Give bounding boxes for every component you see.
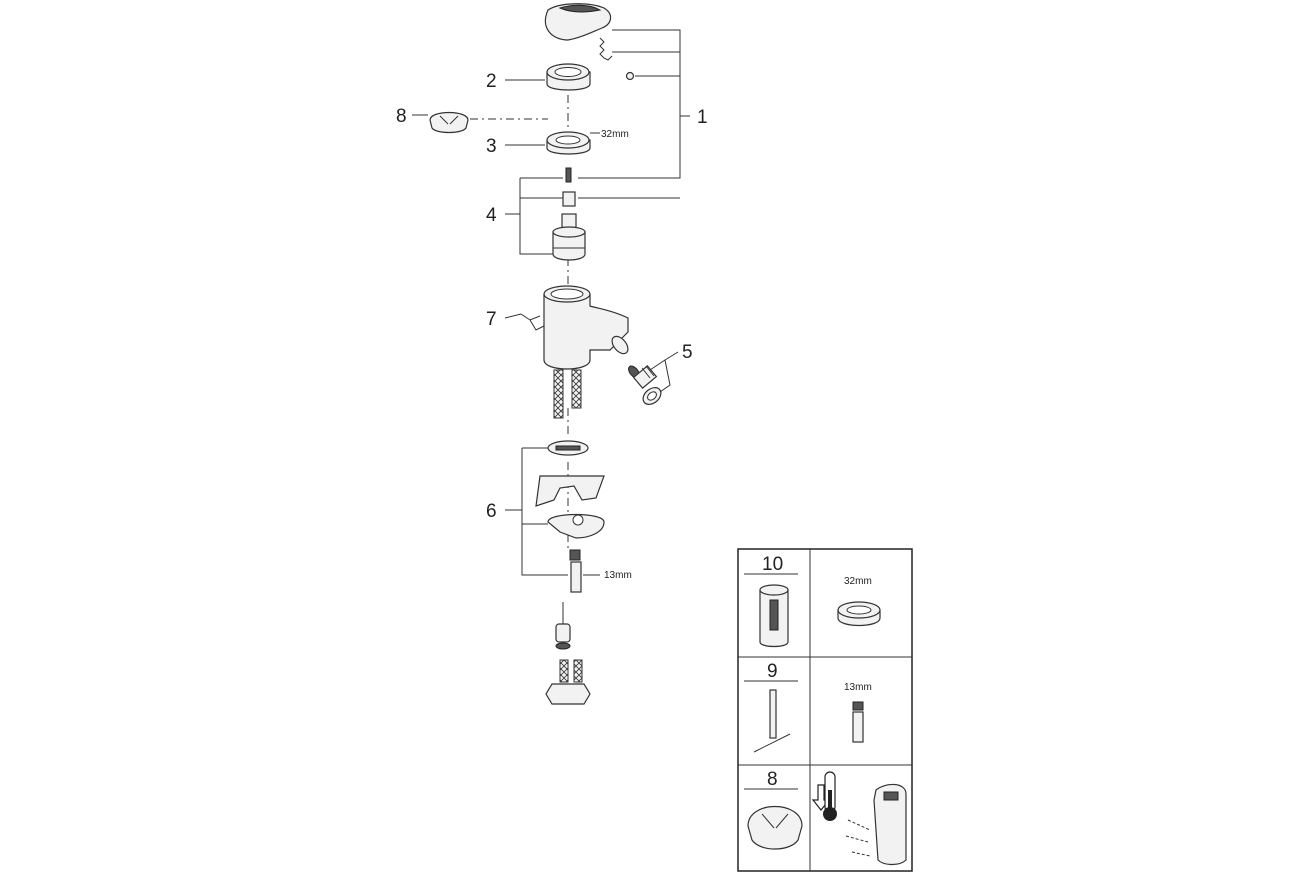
cartridge-adapter	[562, 191, 576, 207]
table-row-10-number: 10	[762, 554, 783, 575]
threaded-rod	[569, 549, 582, 593]
callout-4: 4	[486, 205, 497, 226]
leader-lines	[412, 29, 690, 576]
dimension-label-13mm: 13mm	[604, 570, 632, 581]
set-screw	[625, 71, 635, 81]
cartridge	[552, 213, 586, 261]
threaded-rod-13mm	[852, 701, 864, 743]
mounting-seal	[547, 440, 589, 456]
tool-rod	[753, 689, 791, 753]
callout-7: 7	[486, 309, 497, 330]
support-plate	[535, 475, 605, 507]
connection-fittings	[545, 659, 591, 705]
spring-part	[599, 37, 613, 61]
callout-6: 6	[486, 501, 497, 522]
handle-cap	[429, 111, 469, 134]
accessory-table: 10 32mm 9 13mm 8	[737, 548, 913, 872]
cartridge-screw	[565, 167, 572, 183]
callout-2: 2	[486, 71, 497, 92]
cover-cap	[546, 63, 591, 91]
aerator-housing	[642, 387, 662, 405]
table-row-9-dimension: 13mm	[844, 682, 872, 693]
lever-position-icon	[845, 783, 907, 866]
fixing-plate	[547, 513, 605, 539]
lift-rod	[520, 313, 545, 331]
lever-handle	[544, 3, 612, 41]
callout-3: 3	[486, 136, 497, 157]
aerator	[632, 365, 658, 389]
table-row-9-number: 9	[767, 661, 778, 682]
hose-right	[571, 369, 582, 409]
table-row-10-dimension: 32mm	[844, 576, 872, 587]
faucet-body	[543, 285, 629, 370]
tool-sleeve	[759, 584, 789, 648]
table-row-8-number: 8	[767, 769, 778, 790]
callout-5: 5	[682, 342, 693, 363]
handle-cap-large	[747, 806, 803, 850]
dimension-label-32mm: 32mm	[601, 129, 629, 140]
nut-32mm	[837, 601, 881, 627]
callout-8: 8	[396, 106, 407, 127]
hose-left	[553, 369, 564, 419]
cartridge-nut	[546, 131, 591, 155]
popup-plug	[555, 623, 571, 650]
cold-water-indicator-icon	[811, 771, 837, 821]
callout-1: 1	[697, 107, 708, 128]
